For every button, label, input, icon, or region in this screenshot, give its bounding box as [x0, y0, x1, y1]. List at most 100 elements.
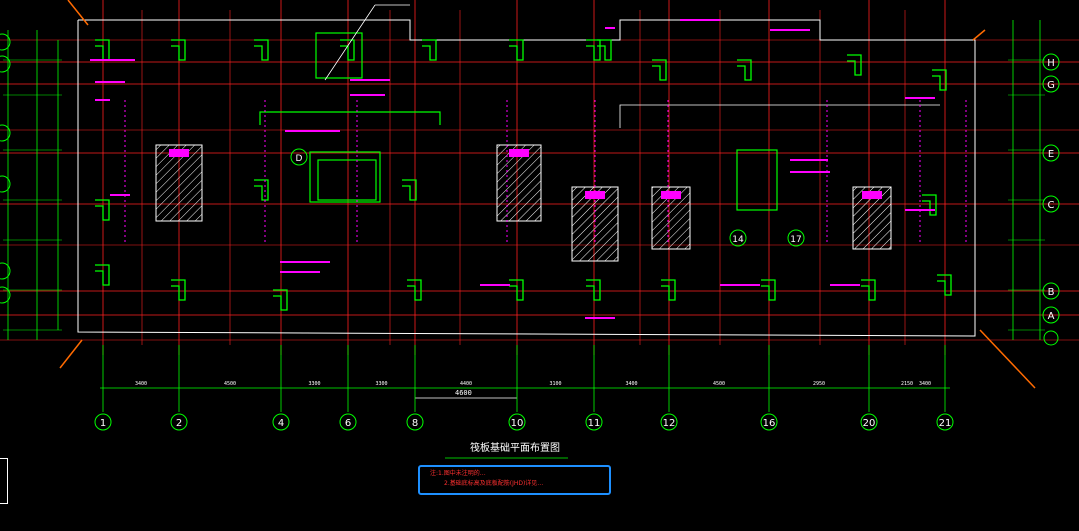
axis-bubble-row: [1042, 282, 1060, 300]
axis-label-inner: 17: [790, 235, 801, 245]
leader-line: [324, 4, 376, 81]
wall-segment: [340, 39, 355, 61]
axis-bubble-col: [272, 413, 290, 431]
axis-label-col: 2: [176, 418, 182, 429]
axis-bubble-left: [0, 262, 11, 280]
axis-label-row: G: [1047, 80, 1055, 91]
wall-segment: [586, 39, 601, 61]
axis-bubble-col: [660, 413, 678, 431]
wall-lintel: [259, 111, 441, 125]
wall-segment: [422, 39, 437, 61]
leader-line: [972, 29, 986, 41]
dim-bottom-label: 2150: [901, 381, 913, 387]
wall-segment: [95, 39, 110, 61]
hatched-pit: [496, 144, 542, 222]
axis-bubble-row: [1042, 195, 1060, 213]
wall-segment: [652, 59, 667, 81]
dim-bottom-label: 3400: [625, 381, 637, 387]
dim-bottom-label: 3300: [375, 381, 387, 387]
wall-segment: [407, 279, 422, 301]
drawing-title: 筏板基础平面布置图: [470, 443, 560, 454]
dim-bottom-label: 3400: [135, 381, 147, 387]
wall-segment: [937, 274, 952, 296]
dim-bottom-label: 3100: [549, 381, 561, 387]
wall-segment: [254, 179, 269, 201]
wall-segment: [922, 194, 937, 216]
axis-bubble-col: [936, 413, 954, 431]
wall-segment: [761, 279, 776, 301]
axis-label-col: 1: [100, 418, 106, 429]
axis-bubble-row-extra: [1043, 330, 1059, 346]
pit-tag: [509, 149, 529, 157]
axis-bubble-left: [0, 175, 11, 193]
wall-room: [309, 151, 381, 203]
wall-segment: [847, 54, 862, 76]
axis-label-row: H: [1047, 58, 1055, 69]
axis-bubble-col: [585, 413, 603, 431]
selected-notes-box[interactable]: [418, 465, 611, 495]
axis-label-col: 12: [663, 418, 676, 429]
axis-bubble-col: [508, 413, 526, 431]
axis-label-row: A: [1048, 311, 1055, 322]
axis-bubble-left: [0, 55, 11, 73]
axis-label-col: 10: [511, 418, 524, 429]
pit-tag: [661, 191, 681, 199]
hatched-pit: [571, 186, 619, 262]
wall-segment: [171, 279, 186, 301]
wall-room: [317, 159, 377, 201]
dim-bottom-label: 3400: [919, 381, 931, 387]
axis-label-inner: D: [296, 154, 303, 164]
axis-label-col: 21: [939, 418, 952, 429]
dim-bottom-label: 4500: [713, 381, 725, 387]
axis-label-row: E: [1048, 149, 1054, 160]
hatched-pits: [155, 144, 892, 262]
axis-bubble-inner: [787, 229, 805, 247]
axis-bubble-col: [339, 413, 357, 431]
left-panel-edge: [0, 458, 8, 504]
axis-label-col: 11: [588, 418, 601, 429]
dimension-lines: 3400 4500 3300 3300 4400 3100 3400 4500 2950 2150…: [3, 20, 1045, 412]
wall-segment: [402, 179, 417, 201]
dim-bottom-label: 3300: [308, 381, 320, 387]
axis-label-inner: 14: [732, 235, 744, 245]
axis-label-col: 4: [278, 418, 284, 429]
leader-line: [59, 339, 83, 369]
axis-bubble-inner: [729, 229, 747, 247]
wall-segment: [171, 39, 186, 61]
axis-label-row: B: [1048, 287, 1055, 298]
magenta-annotations: [90, 19, 967, 319]
axis-bubble-inner: [290, 148, 308, 166]
axis-label-col: 16: [763, 418, 776, 429]
axis-bubble-left: [0, 286, 11, 304]
leader-line: [67, 0, 89, 26]
outline-inner: [619, 104, 940, 128]
axis-bubble-col: [760, 413, 778, 431]
axis-label-row: C: [1048, 200, 1055, 211]
axis-bubble-col: [406, 413, 424, 431]
axis-bubble-left: [0, 33, 11, 51]
note-line-2: 2.基础底标高及底板配筋(JHD)详见…: [444, 480, 544, 487]
dim-bottom-label: 4400: [460, 381, 472, 387]
axis-bubble-row: [1042, 306, 1060, 324]
axis-label-col: 8: [412, 418, 418, 429]
axis-bubble-row: [1042, 144, 1060, 162]
axis-bubble-col: [860, 413, 878, 431]
wall-room: [736, 149, 778, 211]
wall-segment: [737, 59, 752, 81]
axis-bubble-col: [170, 413, 188, 431]
wall-segment: [597, 39, 612, 61]
wall-segment: [254, 39, 269, 61]
axis-bubble-row: [1042, 53, 1060, 71]
orange-leaders: [59, 0, 1036, 459]
wall-segment: [273, 289, 288, 311]
axis-bubble-row: [1042, 75, 1060, 93]
leader-line: [979, 329, 1036, 389]
wall-room: [315, 32, 363, 79]
wall-segment: [95, 264, 110, 286]
hatched-pit: [155, 144, 203, 222]
wall-segment: [932, 69, 947, 91]
pit-tag: [862, 191, 882, 199]
dim-bottom-label: 4500: [224, 381, 236, 387]
dim-bottom-label: 2950: [813, 381, 825, 387]
